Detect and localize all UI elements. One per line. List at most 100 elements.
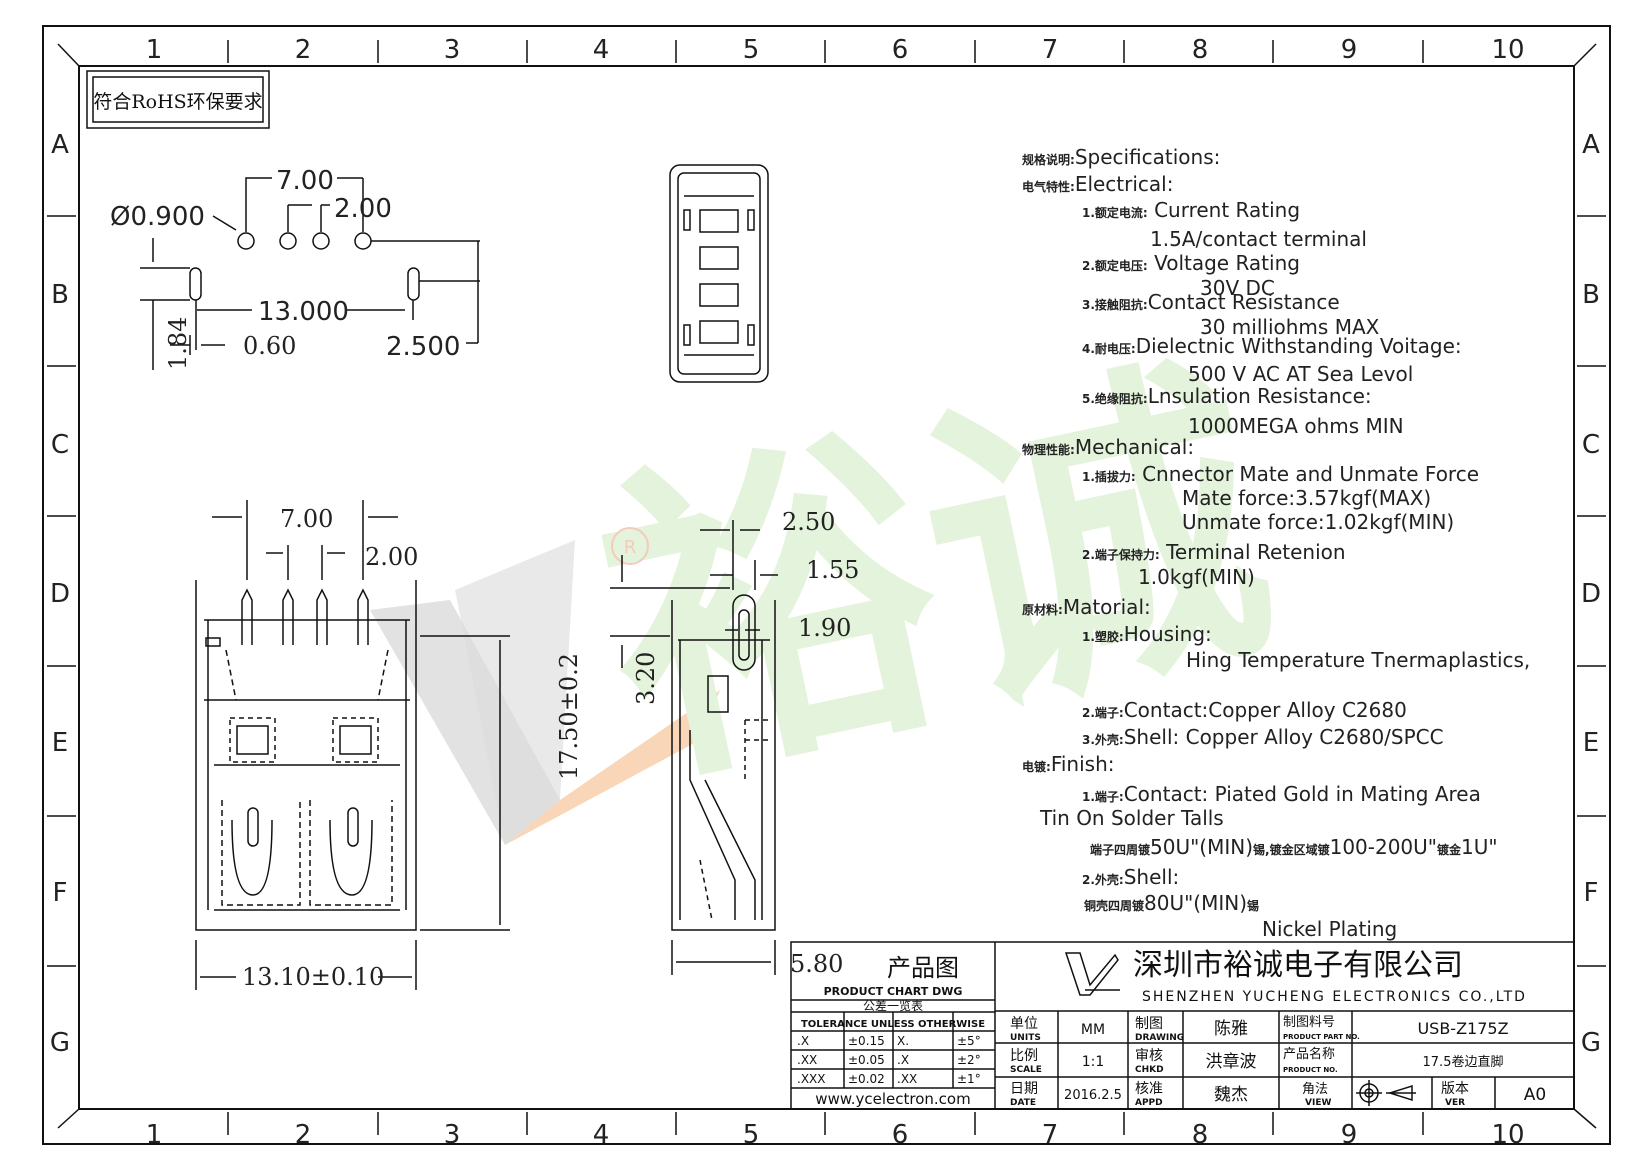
row-label: G [1581,1028,1601,1058]
spec-line: 电镀:Finish: [1022,754,1114,774]
ver-label-en: VER [1445,1098,1465,1108]
spec-line: 电气特性:Electrical: [1022,174,1173,194]
company-logo [1064,952,1120,996]
rohs-box-outer [86,70,270,129]
dim-side-3: 1.90 [798,614,851,642]
dim-front-width: 13.10±0.10 [242,963,384,991]
dim-row-offset: 2.500 [386,332,460,362]
tolerance-cell: X. [897,1034,909,1048]
spec-zh: 1.端子: [1082,790,1124,804]
pcb-hole-4 [354,232,372,250]
spec-line: 30V DC [1200,278,1275,298]
spec-en: Electrical: [1074,172,1174,196]
spec-line: 物理性能:Mechanical: [1022,437,1194,457]
spec-en: 1U" [1461,835,1498,859]
spec-en: 100-200U" [1329,835,1437,859]
company-name-zh: 深圳市裕诚电子有限公司 [1133,948,1463,983]
spec-en: Current Rating [1147,198,1301,222]
row-label: F [1584,878,1599,908]
tolerance-cell: ±0.05 [848,1053,885,1067]
row-label: D [50,579,70,609]
top-contact-3 [699,283,739,307]
spec-en: 1000MEGA ohms MIN [1188,414,1404,438]
pcb-hole-2 [279,232,297,250]
spec-zh: 2.端子: [1082,706,1124,720]
dim-hole-diameter: Ø0.900 [110,202,205,232]
spec-en: 1.0kgf(MIN) [1138,565,1255,589]
drawing-label: 制图 [1135,1016,1163,1032]
rohs-box-inner [92,76,264,123]
spec-en: Unmate force:1.02kgf(MIN) [1182,510,1455,534]
dim-slot-width: 0.60 [243,332,296,360]
spec-line: 1.0kgf(MIN) [1138,567,1255,587]
dim-side-2: 1.55 [806,556,859,584]
check-label-en: CHKD [1135,1065,1164,1075]
spec-zh: 2.端子保持力: [1082,548,1160,562]
dim-front-pitch-inner: 2.00 [365,543,418,571]
spec-zh: 1.额定电流: [1082,206,1148,220]
column-ticks [227,40,1424,1135]
top-contact-1 [699,209,739,233]
column-label: 1 [146,35,163,65]
approve-label-en: APPD [1135,1098,1163,1108]
column-label: 5 [743,35,760,65]
column-label: 4 [593,1120,610,1150]
watermark-v-accent [505,690,720,845]
spec-line: Hing Temperature Tnermaplastics, [1186,650,1530,670]
column-label: 10 [1491,35,1524,65]
row-label: E [1583,728,1599,758]
projection-symbol-icon [1356,1080,1416,1106]
corner-marks [57,43,1597,1129]
spec-en: Hing Temperature Tnermaplastics, [1186,648,1531,672]
tolerance-cell: .XXX [797,1072,825,1086]
top-view [669,164,769,383]
tolerance-cell: ±2° [957,1053,981,1067]
top-view-outline [669,164,769,383]
pcb-hole-3 [312,232,330,250]
registered-mark: R [624,537,637,558]
spec-line: 铜壳四周镀80U"(MIN)锡 [1084,893,1259,913]
row-label: E [52,728,68,758]
spec-line: 5.绝缘阻抗:Lnsulation Resistance: [1082,386,1372,406]
spec-zh: 原材料: [1022,603,1063,617]
spec-en: 1.5A/contact terminal [1150,227,1367,251]
tolerance-cell: .XX [797,1053,817,1067]
date-label: 日期 [1010,1081,1038,1097]
column-label: 3 [444,1120,461,1150]
spec-en: Cnnector Mate and Unmate Force [1135,462,1480,486]
row-label: C [1582,430,1600,460]
column-label: 10 [1491,1120,1524,1150]
column-label: 7 [1042,35,1059,65]
spec-en: Tin On Solder Talls [1040,806,1224,830]
dim-side-4: 3.20 [632,652,660,705]
spec-zh: 2.外壳: [1082,873,1124,887]
spec-line: 端子四周镀50U"(MIN)锡,镀金区域镀100-200U"镀金1U" [1090,837,1498,857]
column-label: 7 [1042,1120,1059,1150]
watermark-v-left [370,600,560,845]
name-label: 产品名称 [1283,1046,1335,1062]
spec-line: 1.端子:Contact: Piated Gold in Mating Area [1082,784,1481,804]
spec-line: 原材料:Matorial: [1022,597,1151,617]
spec-en: Terminal Retenion [1159,540,1346,564]
tolerance-cell: .XX [897,1072,917,1086]
spec-en: Shell: Copper Alloy C2680/SPCC [1123,725,1444,749]
checked-by: 洪章波 [1206,1052,1257,1072]
column-label: 8 [1192,35,1209,65]
spec-zh: 锡 [1247,899,1260,913]
website: www.ycelectron.com [815,1090,970,1108]
spec-zh: 3.外壳: [1082,733,1124,747]
spec-en: Contact Resistance [1147,290,1340,314]
tolerance-cell: ±5° [957,1034,981,1048]
units-value: MM [1081,1022,1105,1038]
version: A0 [1524,1085,1546,1105]
column-label: 8 [1192,1120,1209,1150]
drawing-title: 产品图 [887,954,959,982]
spec-zh: 规格说明: [1022,153,1075,167]
dim-pcb-pitch-inner: 2.00 [334,194,392,224]
spec-en: Lnsulation Resistance: [1147,384,1372,408]
row-label: B [1582,280,1600,310]
front-view [195,500,510,990]
